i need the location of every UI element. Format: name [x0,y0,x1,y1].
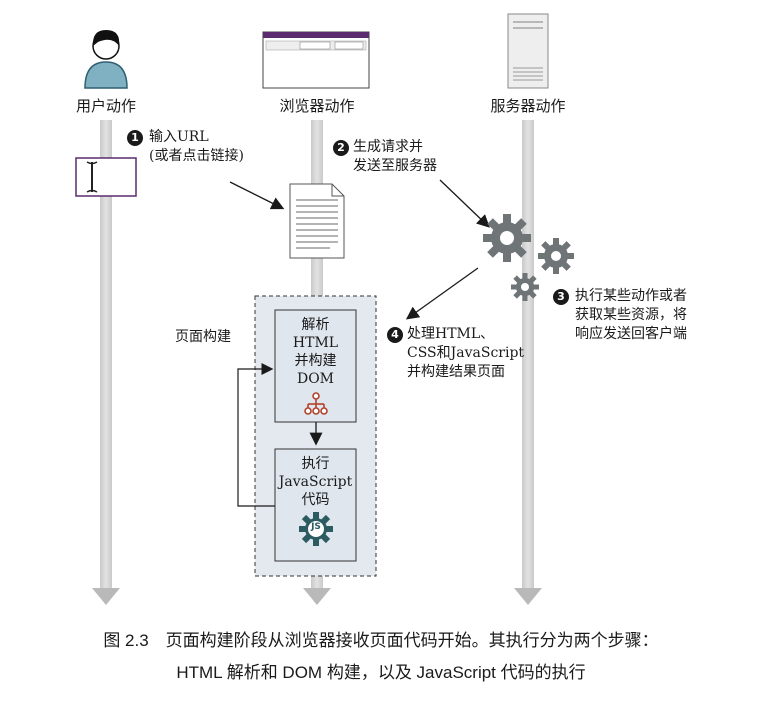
figure-caption-line-1: 图 2.3 页面构建阶段从浏览器接收页面代码开始。其执行分为两个步骤： [103,631,659,650]
figure-caption-line-2: HTML 解析和 DOM 构建，以及 JavaScript 代码的执行 [176,663,586,682]
server-lane-label: 服务器动作 [490,97,566,115]
step-2-number: 2 [333,140,349,156]
server-icon [507,13,549,89]
step-4-text: 处理HTML、 CSS和JavaScript 并构建结果页面 [407,326,525,380]
step-3-number: 3 [553,289,569,305]
text-cursor-icon [75,157,137,197]
arrow-input-to-document [229,181,285,210]
dom-tree-icon [304,392,328,415]
browser-window-icon [262,31,370,89]
step-4-number: 4 [387,327,403,343]
execute-js-text: 执行 JavaScript 代码 [278,456,353,508]
arrow-request-to-server [439,179,490,228]
js-gear-icon [299,512,333,546]
document-icon [289,183,345,259]
step-3-text: 执行某些动作或者 获取某些资源，将 响应发送回客户端 [575,288,687,342]
browser-lane-label: 浏览器动作 [279,97,355,115]
user-avatar-icon [84,30,128,89]
user-lane [92,120,120,605]
page-build-label: 页面构建 [175,329,231,345]
js-badge-text: JS [311,522,321,532]
loop-back-arrow [237,363,275,507]
arrow-response-to-browser [405,267,479,320]
step-2-text: 生成请求并 发送至服务器 [353,139,437,174]
gears-icon [483,214,574,301]
user-lane-label: 用户动作 [75,97,136,115]
step-1-text: 输入URL (或者点击链接) [149,129,244,164]
step-1-number: 1 [127,130,143,146]
parse-html-text: 解析 HTML 并构建 DOM [292,317,339,387]
